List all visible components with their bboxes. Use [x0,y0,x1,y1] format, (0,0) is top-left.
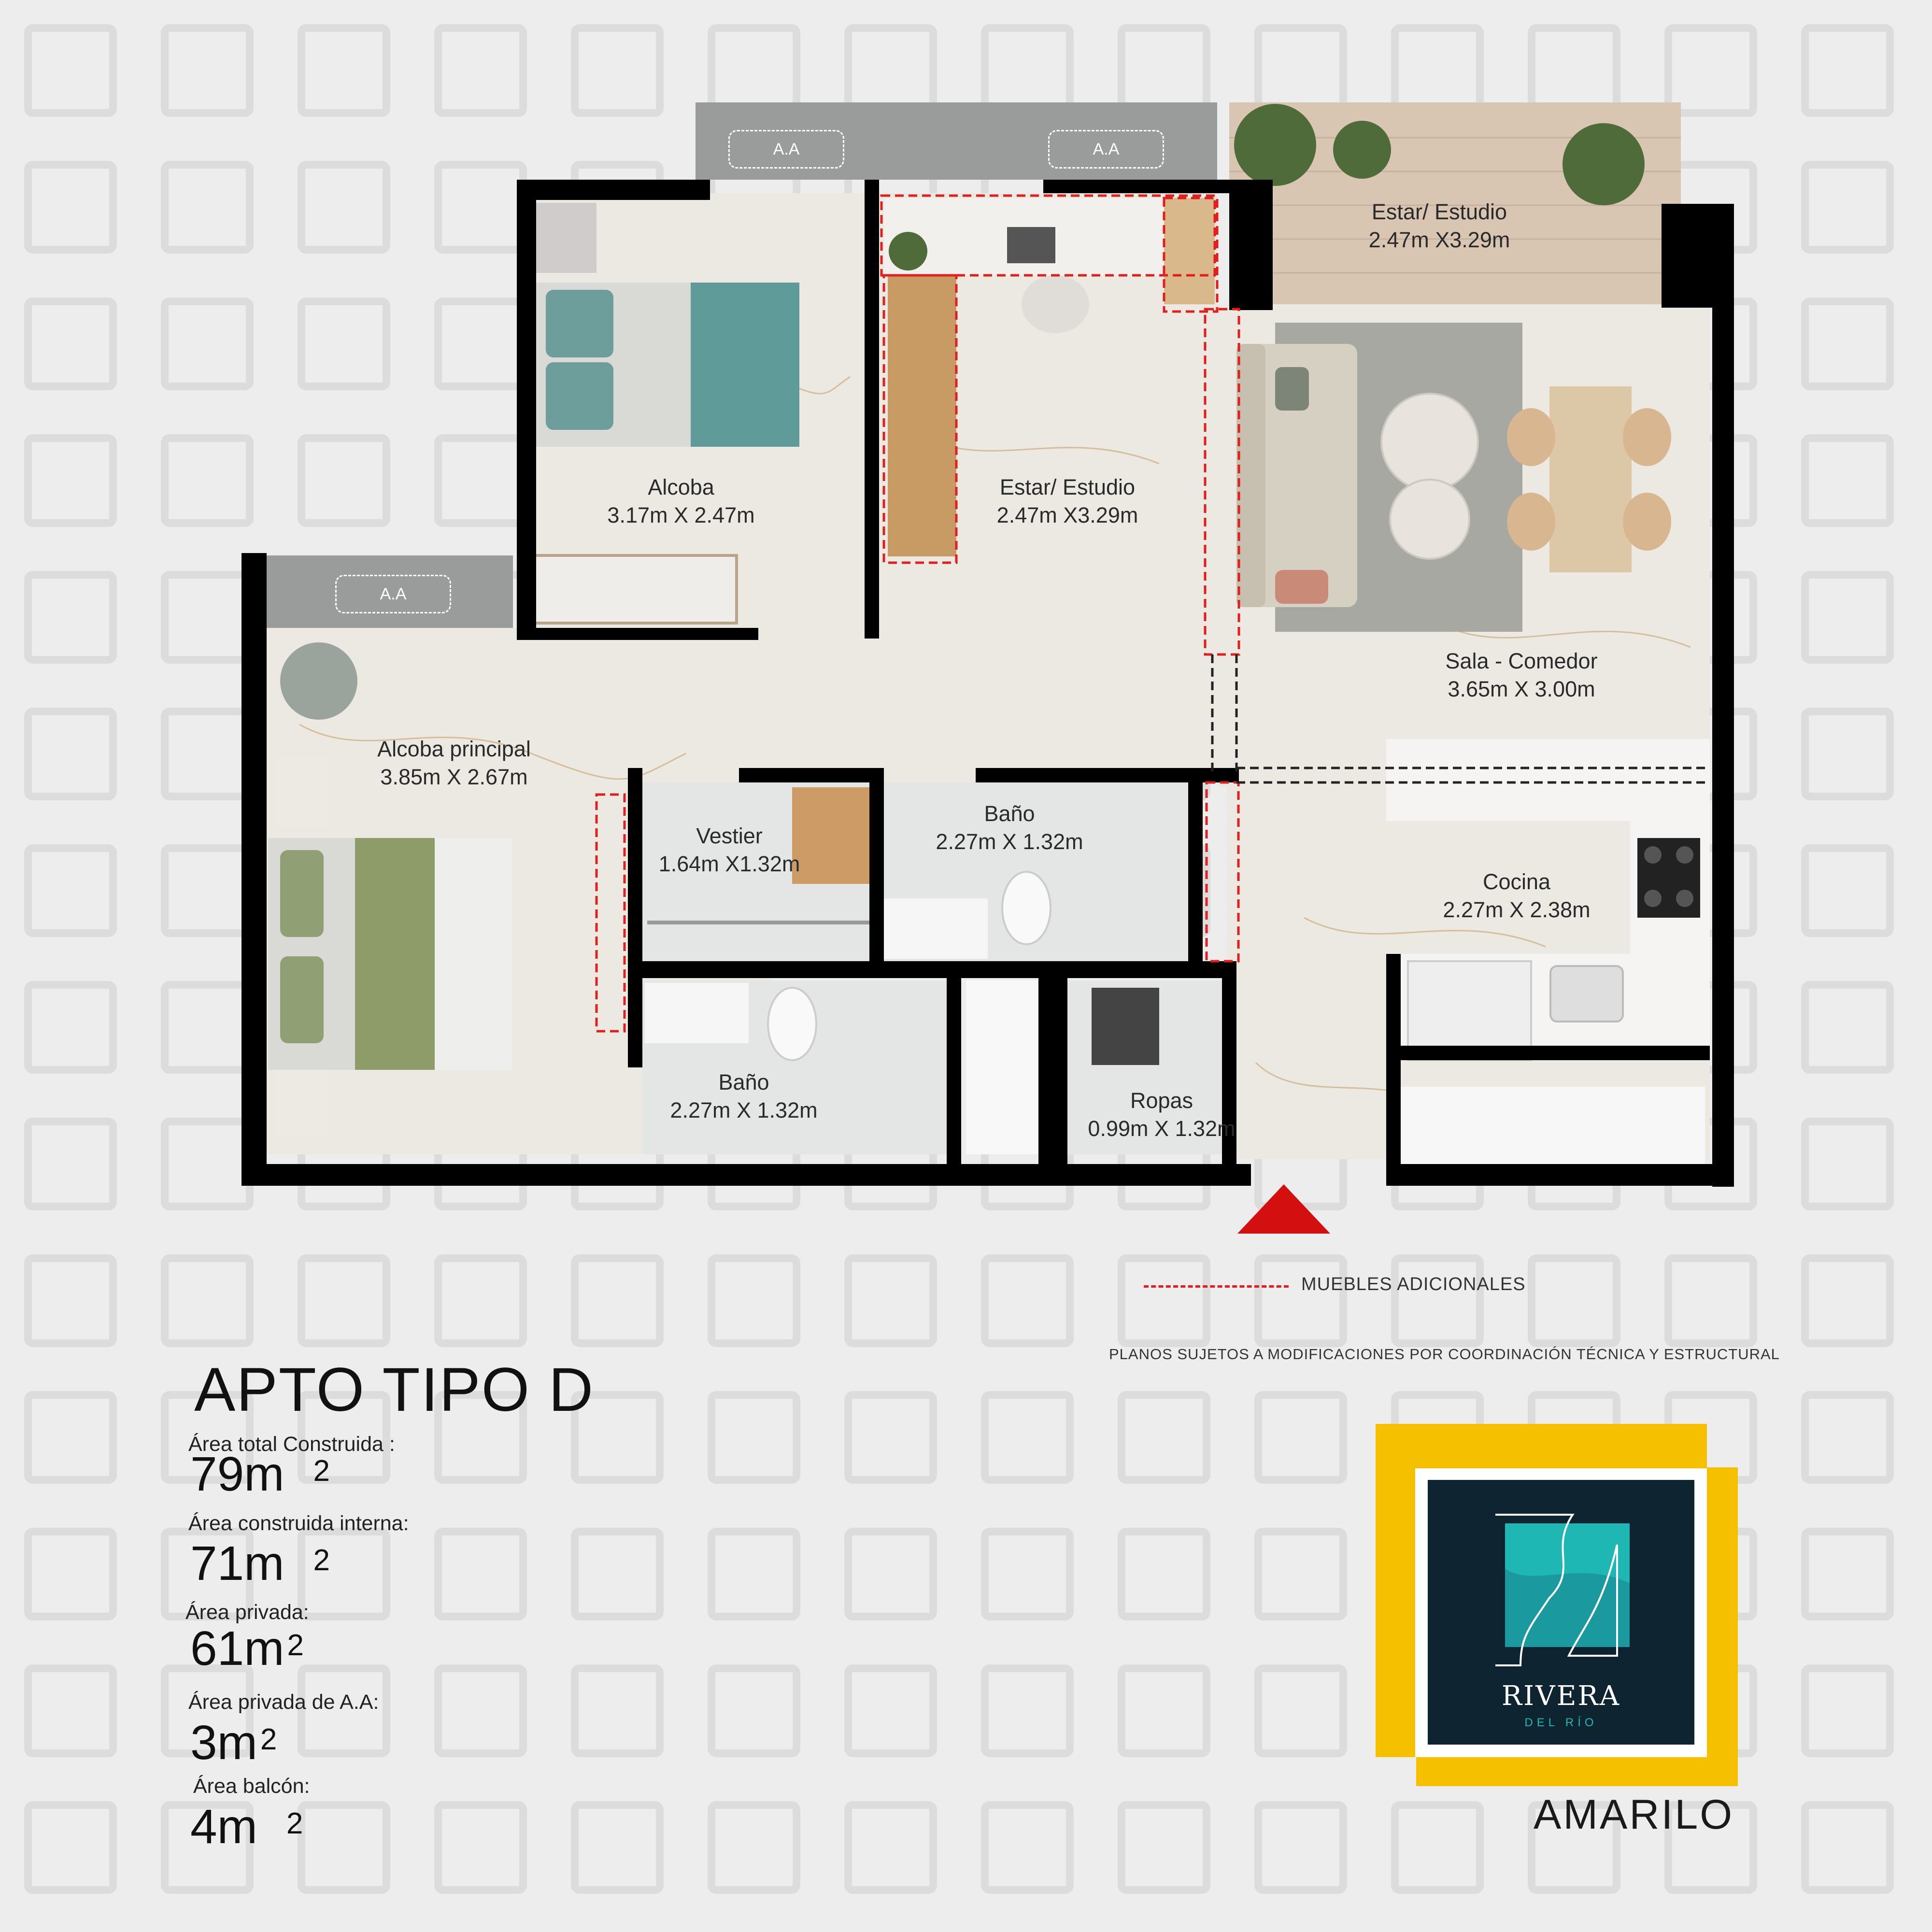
logo-graphic: RIVERA DEL RÍO [1376,1424,1738,1786]
room-dims: 2.27m X 2.38m [1443,897,1591,922]
area-label: Área privada: [185,1601,309,1624]
area-label: Área privada de A.A: [188,1690,379,1714]
room-label-ropas: Ropas 0.99m X 1.32m [1070,1087,1253,1143]
brand-name: AMARILO [1534,1791,1734,1838]
area-unit: 2 [313,1544,330,1577]
ac-label-3: A.A [335,575,451,613]
area-label: Área balcón: [193,1775,310,1798]
ac-label-1: A.A [728,130,844,169]
room-name: Sala - Comedor [1445,649,1598,673]
room-label-vestier: Vestier 1.64m X1.32m [638,822,821,878]
legend-dashed-line [1144,1285,1289,1288]
area-number: 79m [190,1447,284,1501]
area-value: 61m2 [190,1622,304,1675]
area-unit: 2 [313,1454,330,1488]
area-unit: 2 [287,1629,304,1662]
area-value: 71m 2 [190,1537,330,1590]
room-label-alcoba-principal: Alcoba principal 3.85m X 2.67m [338,735,570,791]
bed-alcoba [534,283,799,447]
room-dims: 2.47m X3.29m [1368,227,1510,252]
room-dims: 3.17m X 2.47m [607,503,755,527]
area-number: 61m [190,1621,284,1676]
room-name: Vestier [696,824,763,848]
logo-subtitle: DEL RÍO [1524,1716,1597,1729]
room-name: Cocina [1482,869,1551,894]
nightstand [534,203,597,273]
page-title: APTO TIPO D [194,1355,595,1424]
area-label: Área total Construida : [188,1433,395,1456]
room-label-alcoba: Alcoba 3.17m X 2.47m [570,473,792,529]
room-dims: 0.99m X 1.32m [1088,1116,1236,1141]
room-dims: 2.27m X 1.32m [670,1098,818,1122]
room-name: Estar/ Estudio [1371,199,1507,224]
room-name: Alcoba [648,475,714,499]
area-unit: 2 [286,1807,303,1840]
entry-arrow-icon [1237,1184,1330,1234]
area-label: Área construida interna: [188,1512,409,1535]
area-number: 4m [190,1800,257,1854]
area-value: 4m 2 [190,1800,303,1853]
room-dims: 2.47m X3.29m [996,503,1138,527]
ac-terrace-top [696,102,1217,180]
room-label-cocina: Cocina 2.27m X 2.38m [1415,868,1618,924]
room-dims: 3.85m X 2.67m [380,765,528,789]
extra-furniture-desk [880,194,1216,277]
room-name: Baño [984,801,1035,826]
room-label-bano-1: Baño 2.27m X 1.32m [908,800,1111,856]
room-name: Alcoba principal [377,737,531,761]
room-dims: 2.27m X 1.32m [936,829,1083,854]
rivera-logo: RIVERA DEL RÍO [1376,1424,1738,1791]
area-number: 3m [190,1716,257,1770]
room-label-sala: Sala - Comedor 3.65m X 3.00m [1391,647,1652,703]
logo-name: RIVERA [1502,1680,1620,1712]
ac-terrace-left [267,555,513,638]
area-unit: 2 [260,1723,277,1756]
room-name: Ropas [1130,1088,1193,1113]
wall [517,180,536,639]
room-label-estar-balcon: Estar/ Estudio 2.47m X3.29m [1304,198,1575,254]
sofa [1236,344,1357,607]
fridge [1407,960,1532,1061]
room-label-bano-2: Baño 2.27m X 1.32m [642,1068,845,1124]
kitchen-storage [1396,1087,1705,1174]
legend: MUEBLES ADICIONALES [1144,1270,1540,1299]
room-name: Estar/ Estudio [999,475,1136,499]
wardrobe-alcoba [532,554,738,625]
bed-principal [268,838,512,1070]
room-dims: 1.64m X1.32m [658,852,800,876]
area-number: 71m [190,1536,284,1591]
legend-label: MUEBLES ADICIONALES [1301,1274,1526,1294]
kitchen-island [1386,739,1710,821]
room-name: Baño [718,1070,769,1094]
floor-hall [623,628,1222,782]
dining-set [1507,386,1671,572]
room-label-estar: Estar/ Estudio 2.47m X3.29m [937,473,1198,529]
area-value: 3m2 [190,1716,277,1769]
area-value: 79m 2 [190,1448,330,1501]
ac-label-2: A.A [1048,130,1164,169]
room-dims: 3.65m X 3.00m [1448,677,1595,701]
disclaimer: PLANOS SUJETOS A MODIFICACIONES POR COOR… [1109,1346,1780,1363]
sink [1549,965,1624,1023]
